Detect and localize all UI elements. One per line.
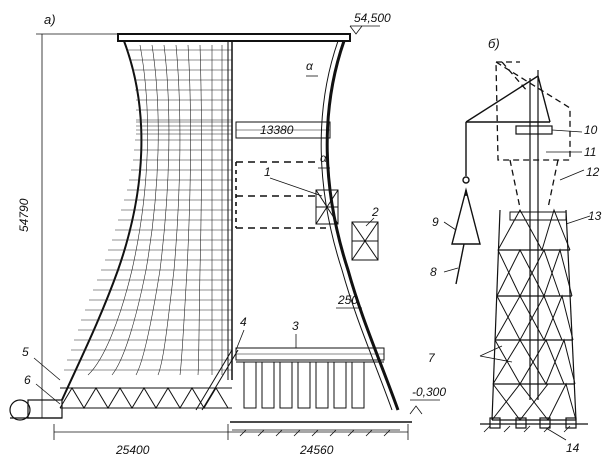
base-right-label: 24560 bbox=[299, 443, 334, 457]
pump-6 bbox=[9, 399, 63, 421]
top-elevation-label: 54,500 bbox=[354, 11, 391, 25]
callout-1: 1 bbox=[264, 165, 271, 179]
tower-right-shell bbox=[325, 40, 400, 411]
callout-7: 7 bbox=[428, 351, 436, 365]
panel-label-b: б) bbox=[488, 36, 500, 51]
base-lattice bbox=[59, 387, 232, 409]
callout-11: 11 bbox=[584, 145, 596, 159]
callout-8: 8 bbox=[430, 265, 437, 279]
callout-4: 4 bbox=[240, 315, 247, 329]
water-distribution bbox=[235, 347, 385, 409]
crane-mast bbox=[515, 70, 553, 400]
lattice-tower bbox=[491, 208, 577, 421]
callout-9: 9 bbox=[432, 215, 439, 229]
crane-view: б) 7 8 9 10 11 12 13 14 bbox=[428, 36, 602, 455]
ground-elevation-label: -0,300 bbox=[412, 385, 446, 399]
callout-3: 3 bbox=[292, 319, 299, 333]
crane-foundation bbox=[480, 417, 588, 433]
section-mark-bottom: α bbox=[320, 151, 328, 165]
callout-6: 6 bbox=[24, 373, 31, 387]
callout-13: 13 bbox=[588, 209, 602, 223]
construction-stages bbox=[235, 161, 326, 229]
callout-5: 5 bbox=[22, 345, 29, 359]
stair-4 bbox=[195, 349, 239, 411]
tower-left-shell bbox=[61, 40, 143, 401]
tower-view: а) 54,500 54790 13380 25400 24560 -0,300… bbox=[9, 11, 446, 457]
base-left-label: 25400 bbox=[115, 443, 150, 457]
shell-thickness-label: 250 bbox=[337, 293, 358, 307]
scaffold-2 bbox=[351, 221, 379, 261]
tower-top-ring bbox=[117, 33, 351, 42]
leaders-b bbox=[443, 129, 591, 441]
crane-jib bbox=[451, 75, 551, 285]
panel-label-a: а) bbox=[44, 12, 56, 27]
shell-grid bbox=[64, 44, 232, 376]
dimension-lines bbox=[33, 25, 440, 440]
callout-10: 10 bbox=[584, 123, 598, 137]
crane-upper-position bbox=[495, 60, 571, 209]
callout-2: 2 bbox=[371, 205, 379, 219]
section-mark-top: α bbox=[306, 59, 314, 73]
callout-12: 12 bbox=[586, 165, 600, 179]
height-label: 54790 bbox=[17, 198, 31, 232]
throat-label: 13380 bbox=[260, 123, 294, 137]
callout-14: 14 bbox=[566, 441, 580, 455]
ground bbox=[230, 421, 412, 437]
scaffold-1 bbox=[315, 189, 339, 225]
